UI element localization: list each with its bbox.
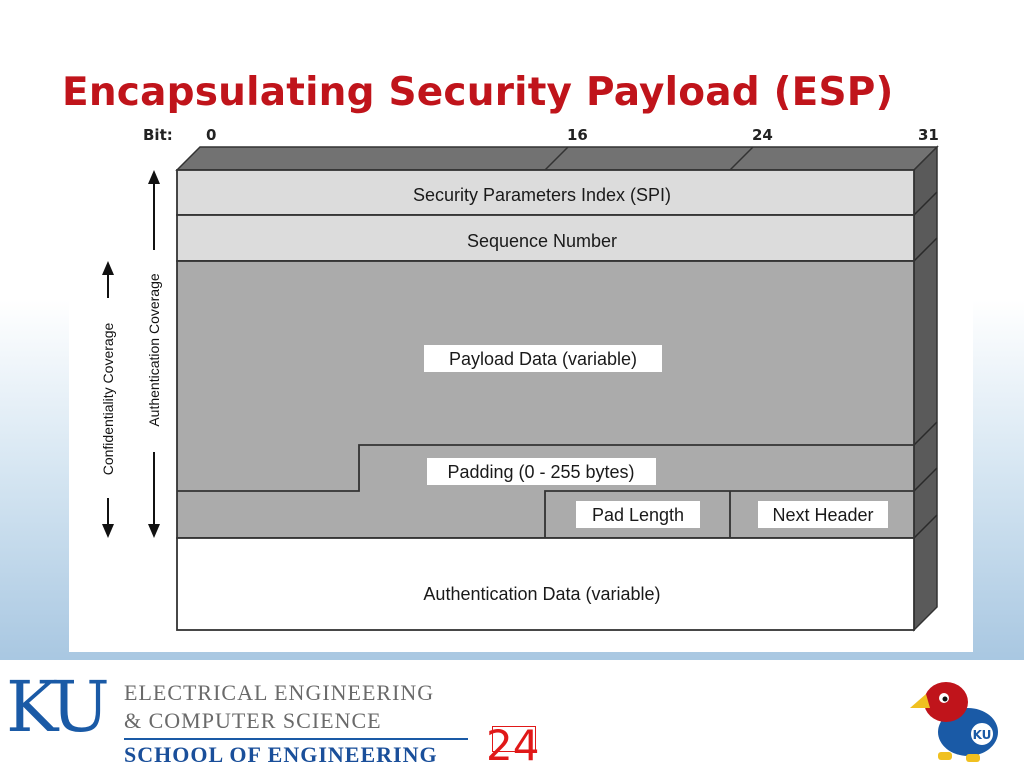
bit-tick-0: 0	[206, 126, 216, 144]
auth-data-label: Authentication Data (variable)	[423, 584, 660, 604]
auth-data-row	[176, 537, 915, 631]
mascot-badge-text: KU	[973, 728, 992, 742]
dept-line-computer-science: & COMPUTER SCIENCE	[124, 708, 382, 733]
bit-tick-24: 24	[752, 126, 773, 144]
pad-length-label: Pad Length	[592, 505, 684, 525]
confidentiality-coverage-label: Confidentiality Coverage	[100, 323, 116, 476]
next-header-label: Next Header	[772, 505, 873, 525]
dept-divider	[124, 738, 468, 740]
padding-boundary	[177, 444, 914, 492]
confidentiality-coverage-arrow: Confidentiality Coverage	[100, 261, 116, 538]
page-number: 24	[486, 721, 540, 770]
footer-band	[0, 660, 1024, 768]
top-divider-16	[544, 146, 569, 171]
authentication-coverage-label: Authentication Coverage	[146, 273, 162, 427]
side-face	[913, 145, 938, 632]
page-number-box	[492, 726, 536, 752]
bit-tick-31: 31	[918, 126, 939, 144]
slide-title: Encapsulating Security Payload (ESP)	[62, 70, 894, 115]
sequence-row	[176, 214, 915, 262]
sequence-label: Sequence Number	[467, 231, 617, 251]
dept-line-electrical: ELECTRICAL ENGINEERING	[124, 680, 435, 705]
esp-diagram: Bit: 0 16 24 31 Security Parameters In	[69, 120, 973, 652]
trailer-boundary	[544, 490, 914, 538]
top-divider-24	[729, 146, 754, 171]
bit-label: Bit:	[143, 126, 173, 144]
authentication-coverage-arrow: Authentication Coverage	[146, 170, 162, 538]
spi-label: Security Parameters Index (SPI)	[413, 185, 671, 205]
bit-tick-16: 16	[567, 126, 588, 144]
payload-label: Payload Data (variable)	[449, 349, 637, 369]
dept-line-school: SCHOOL OF ENGINEERING	[124, 742, 438, 767]
padding-label: Padding (0 - 255 bytes)	[447, 462, 634, 482]
ku-logo: KU	[6, 666, 110, 748]
jayhawk-mascot-icon: KU	[910, 682, 998, 762]
